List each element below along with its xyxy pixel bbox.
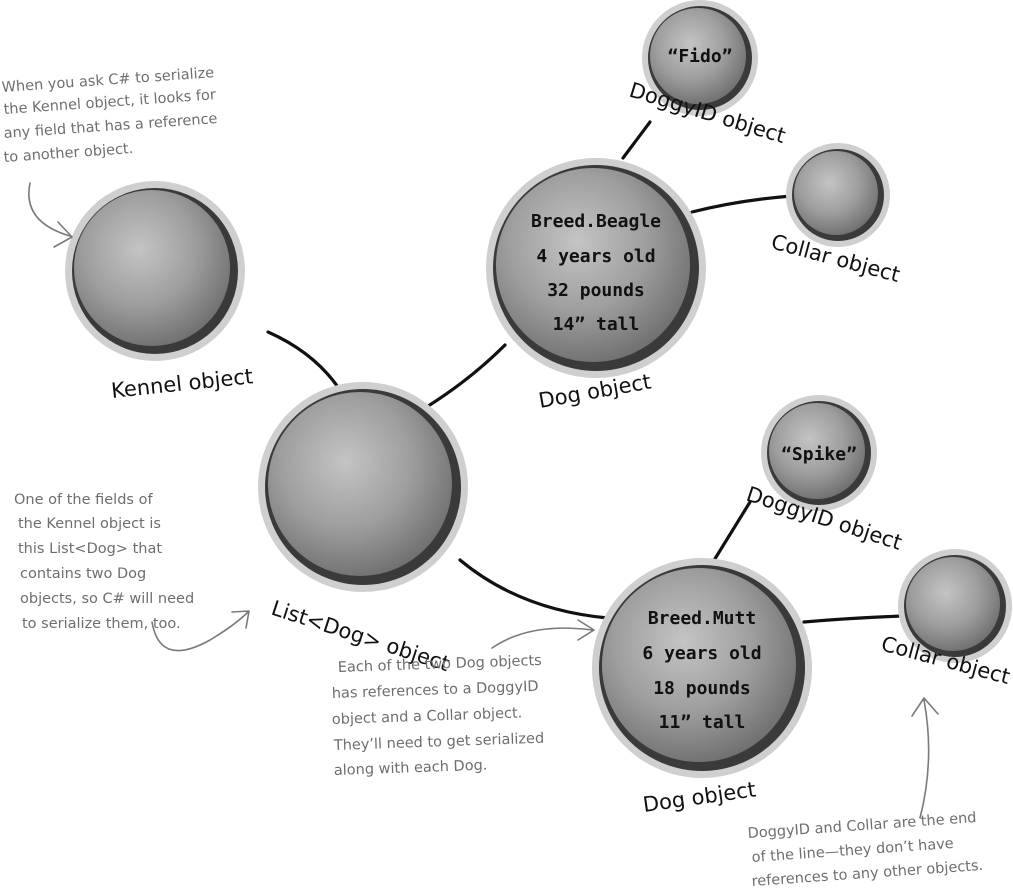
list-note-line-3: this List<Dog> that	[18, 541, 162, 557]
doggyid2-value: “Spike”	[781, 444, 857, 465]
list-note-arrow	[151, 610, 250, 652]
dog2-breed: Breed.Mutt	[648, 608, 756, 629]
dog1-breed: Breed.Beagle	[531, 211, 661, 232]
doggyid-object-node-1: “Fido” DoggyID object	[627, 0, 788, 148]
dog-note-arrow	[491, 619, 595, 649]
edge-dog2-collar2	[802, 614, 905, 624]
dog1-weight: 32 pounds	[547, 280, 645, 301]
dog2-height: 11” tall	[659, 712, 746, 733]
dog-note-line-2: has references to a DoggyID	[332, 679, 539, 702]
dog1-height: 14” tall	[553, 314, 640, 335]
dog-note-line-3: object and a Collar object.	[332, 705, 523, 728]
doggyid-object-node-2: “Spike” DoggyID object	[743, 395, 905, 555]
dog2-age: 6 years old	[642, 643, 761, 664]
kennel-note-line-4: to another object.	[3, 141, 134, 166]
list-dog-object-node: List<Dog> object	[258, 382, 468, 676]
edge-dog1-doggyid1	[621, 120, 652, 160]
dog-object-node-1: Breed.Beagle 4 years old 32 pounds 14” t…	[486, 158, 706, 413]
dog2-weight: 18 pounds	[653, 678, 751, 699]
dog-note-line-1: Each of the two Dog objects	[338, 653, 542, 676]
list-annotation: One of the fields of the Kennel object i…	[14, 492, 250, 652]
kennel-object-label: Kennel object	[110, 364, 254, 403]
collar-object-node-1: Collar object	[769, 143, 902, 287]
dog2-object-label: Dog object	[641, 777, 757, 817]
kennel-object-node: Kennel object	[65, 181, 254, 403]
list-note-line-1: One of the fields of	[14, 492, 153, 508]
list-note-line-2: the Kennel object is	[18, 516, 161, 532]
collar-object-node-2: Collar object	[879, 549, 1012, 689]
edge-list-dog1	[423, 343, 507, 410]
doggyid1-value: “Fido”	[667, 46, 732, 67]
list-note-line-5: objects, so C# will need	[20, 591, 194, 607]
edge-dog1-collar1	[690, 194, 794, 214]
dog-object-node-2: Breed.Mutt 6 years old 18 pounds 11” tal…	[592, 558, 812, 817]
edge-dog2-doggyid2	[711, 500, 752, 564]
list-note-line-6: to serialize them, too.	[22, 616, 181, 632]
dog1-age: 4 years old	[536, 246, 655, 267]
end-note-arrow	[911, 697, 939, 819]
dog-note-line-5: along with each Dog.	[334, 758, 488, 779]
dog-annotation: Each of the two Dog objects has referenc…	[332, 619, 595, 779]
edge-list-dog2	[458, 558, 610, 620]
dog-note-line-4: They’ll need to get serialized	[333, 731, 545, 754]
list-note-line-4: contains two Dog	[20, 566, 146, 582]
kennel-note-arrow	[28, 182, 73, 248]
